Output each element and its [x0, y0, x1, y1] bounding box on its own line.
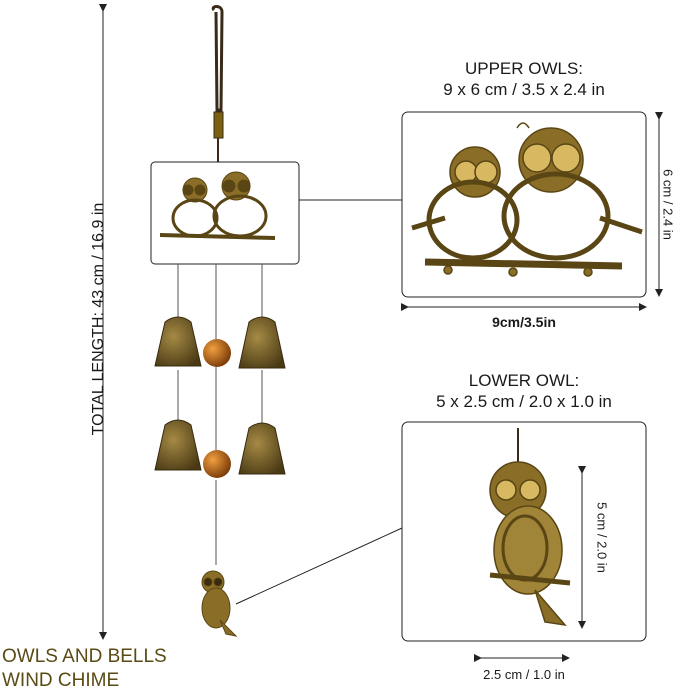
upper-owls-title: UPPER OWLS: 9 x 6 cm / 3.5 x 2.4 in — [402, 58, 646, 100]
lower-owl-title: LOWER OWL: 5 x 2.5 cm / 2.0 x 1.0 in — [402, 370, 646, 412]
product-title-line2: WIND CHIME — [2, 670, 120, 691]
lower-owl-title-line2: 5 x 2.5 cm / 2.0 x 1.0 in — [436, 392, 612, 411]
lower-owl-small — [201, 570, 238, 637]
upper-owls-title-line2: 9 x 6 cm / 3.5 x 2.4 in — [443, 80, 605, 99]
product-title-line1: OWLS AND BELLS — [2, 646, 167, 667]
upper-owls-title-line1: UPPER OWLS: — [464, 59, 584, 78]
total-length-label: TOTAL LENGTH: 43 cm / 16.9 in — [90, 202, 107, 436]
bead-2 — [203, 450, 231, 478]
upper-width-label: 9cm/3.5in — [492, 314, 556, 330]
lower-height-label: 5 cm / 2.0 in — [594, 502, 610, 573]
bell-strings — [177, 264, 263, 565]
lower-width-label: 2.5 cm / 1.0 in — [483, 667, 565, 682]
upper-owls-small — [159, 171, 276, 240]
hanging-cord — [211, 5, 224, 165]
upper-owls-large — [411, 122, 643, 277]
bell-4 — [238, 422, 286, 475]
bead-1 — [203, 339, 231, 367]
bell-1 — [154, 316, 202, 367]
bells — [154, 316, 286, 475]
product-title: OWLS AND BELLS WIND CHIME — [2, 645, 167, 693]
bell-2 — [238, 316, 286, 369]
lower-owl-large — [489, 428, 571, 627]
upper-height-label: 6 cm / 2.4 in — [660, 169, 676, 240]
bell-3 — [154, 419, 202, 471]
lower-owl-title-line1: LOWER OWL: — [468, 371, 580, 390]
upper-owls-large-frame — [401, 111, 647, 298]
beads — [203, 339, 231, 478]
lower-connector-line — [235, 527, 403, 605]
